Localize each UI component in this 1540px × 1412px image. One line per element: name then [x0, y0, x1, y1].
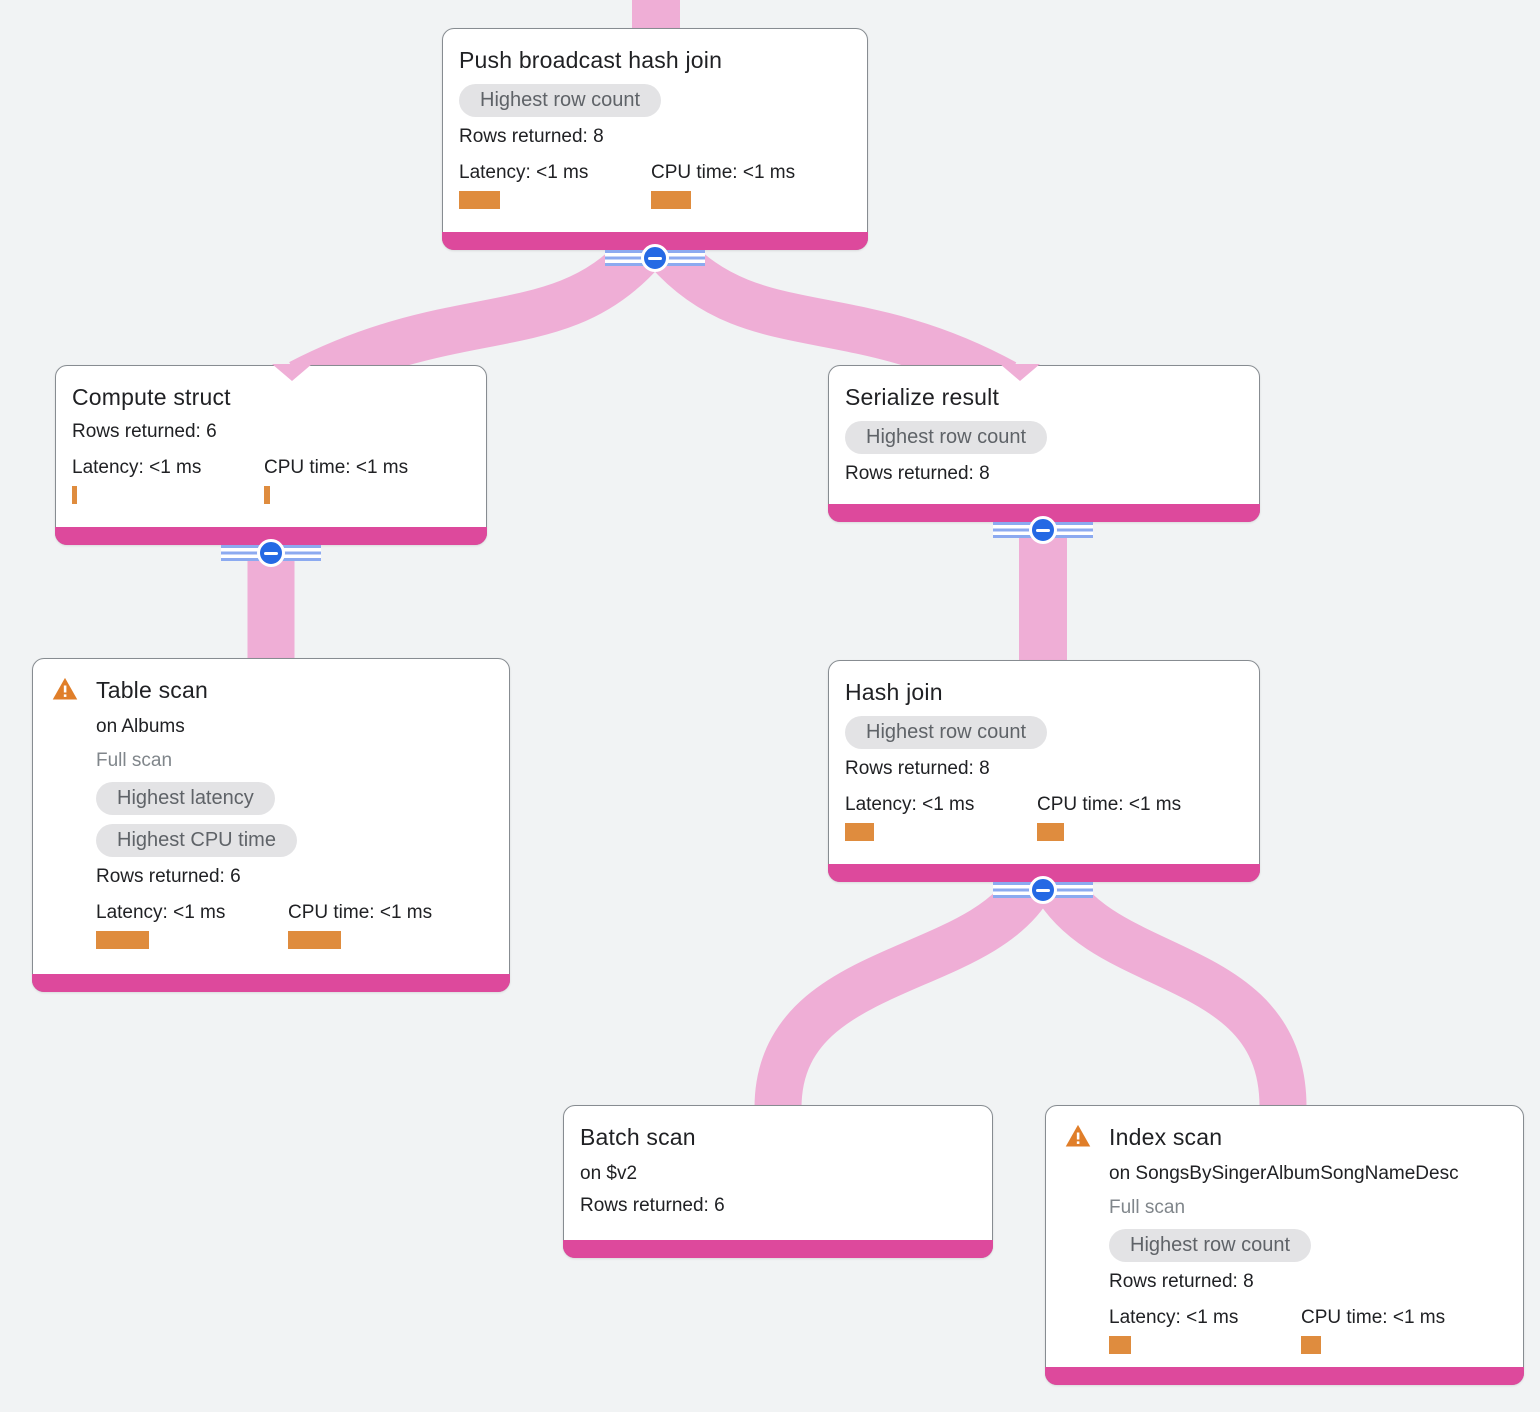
badge-highest-latency: Highest latency [96, 782, 275, 815]
flow-edge-root-to-serialize-result [649, 234, 1017, 404]
node-title: Hash join [845, 679, 943, 705]
latency-bar [96, 931, 149, 949]
badge-highest-row-count: Highest row count [459, 84, 662, 117]
plan-node-index-scan[interactable]: Index scan on SongsBySingerAlbumSongName… [1045, 1105, 1524, 1385]
plan-node-compute-struct[interactable]: Compute struct Rows returned: 6 Latency:… [55, 365, 487, 545]
rows-returned: Rows returned: 6 [72, 421, 217, 442]
rows-returned: Rows returned: 6 [96, 866, 241, 887]
node-title: Batch scan [580, 1124, 696, 1150]
latency-label: Latency: <1 ms [459, 162, 589, 183]
latency-bar [459, 191, 500, 209]
metrics-row: Latency: <1 ms CPU time: <1 ms [72, 458, 470, 504]
rows-returned: Rows returned: 8 [845, 758, 990, 779]
collapse-connector-root [605, 244, 705, 272]
collapse-button[interactable] [641, 244, 669, 272]
collapse-connector-hash-join [993, 876, 1093, 904]
latency-label: Latency: <1 ms [1109, 1307, 1239, 1328]
node-footer-bar [563, 1240, 993, 1258]
badge-highest-cpu-time: Highest CPU time [96, 824, 297, 857]
rows-returned: Rows returned: 8 [1109, 1271, 1254, 1292]
badge-highest-row-count: Highest row count [845, 421, 1048, 454]
latency-bar [845, 823, 874, 841]
flow-edge-hash-join-to-batch-scan [754, 871, 1052, 1110]
plan-node-hash-join[interactable]: Hash join Highest row count Rows returne… [828, 660, 1260, 882]
badge-highest-row-count: Highest row count [845, 716, 1048, 749]
node-title: Table scan [96, 677, 208, 703]
flow-edge-root-to-compute-struct [289, 234, 661, 404]
warning-icon [1064, 1122, 1092, 1150]
rows-returned: Rows returned: 8 [845, 463, 990, 484]
flow-edge-hash-join-to-index-scan [1034, 871, 1307, 1109]
cpu-time-label: CPU time: <1 ms [1037, 794, 1182, 815]
latency-label: Latency: <1 ms [96, 902, 226, 923]
latency-label: Latency: <1 ms [845, 794, 975, 815]
node-target: on Albums [96, 716, 185, 737]
latency-bar [72, 486, 77, 504]
node-footer-bar [55, 527, 487, 545]
node-target: on $v2 [580, 1163, 638, 1184]
cpu-time-label: CPU time: <1 ms [264, 457, 409, 478]
plan-node-batch-scan[interactable]: Batch scan on $v2 Rows returned: 6 [563, 1105, 993, 1258]
rows-returned: Rows returned: 6 [580, 1195, 725, 1216]
latency-bar [1109, 1336, 1131, 1354]
node-scan-type: Full scan [96, 750, 173, 771]
cpu-time-label: CPU time: <1 ms [288, 902, 433, 923]
cpu-time-bar [264, 486, 270, 504]
node-scan-type: Full scan [1109, 1197, 1186, 1218]
cpu-time-bar [1037, 823, 1064, 841]
node-footer-bar [32, 974, 510, 992]
node-footer-bar [1045, 1367, 1524, 1385]
cpu-time-label: CPU time: <1 ms [1301, 1307, 1446, 1328]
plan-node-table-scan[interactable]: Table scan on Albums Full scan Highest l… [32, 658, 510, 992]
plan-node-push-broadcast-hash-join[interactable]: Push broadcast hash join Highest row cou… [442, 28, 868, 250]
rows-returned: Rows returned: 8 [459, 126, 604, 147]
warning-icon [51, 675, 79, 703]
badge-highest-row-count: Highest row count [1109, 1229, 1312, 1262]
collapse-connector-compute-struct [221, 539, 321, 567]
cpu-time-bar [1301, 1336, 1321, 1354]
node-target: on SongsBySingerAlbumSongNameDesc [1109, 1163, 1459, 1184]
metrics-row: Latency: <1 ms CPU time: <1 ms [459, 163, 851, 209]
cpu-time-bar [288, 931, 341, 949]
plan-node-serialize-result[interactable]: Serialize result Highest row count Rows … [828, 365, 1260, 522]
metrics-row: Latency: <1 ms CPU time: <1 ms [1109, 1308, 1507, 1354]
node-title: Serialize result [845, 384, 1000, 410]
collapse-button[interactable] [1029, 516, 1057, 544]
cpu-time-label: CPU time: <1 ms [651, 162, 796, 183]
node-title: Index scan [1109, 1124, 1223, 1150]
cpu-time-bar [651, 191, 691, 209]
metrics-row: Latency: <1 ms CPU time: <1 ms [845, 795, 1243, 841]
collapse-connector-serialize-result [993, 516, 1093, 544]
node-footer-bar [828, 504, 1260, 522]
metrics-row: Latency: <1 ms CPU time: <1 ms [96, 903, 493, 949]
latency-label: Latency: <1 ms [72, 457, 202, 478]
collapse-button[interactable] [1029, 876, 1057, 904]
collapse-button[interactable] [257, 539, 285, 567]
node-title: Compute struct [72, 384, 231, 410]
node-title: Push broadcast hash join [459, 47, 723, 73]
